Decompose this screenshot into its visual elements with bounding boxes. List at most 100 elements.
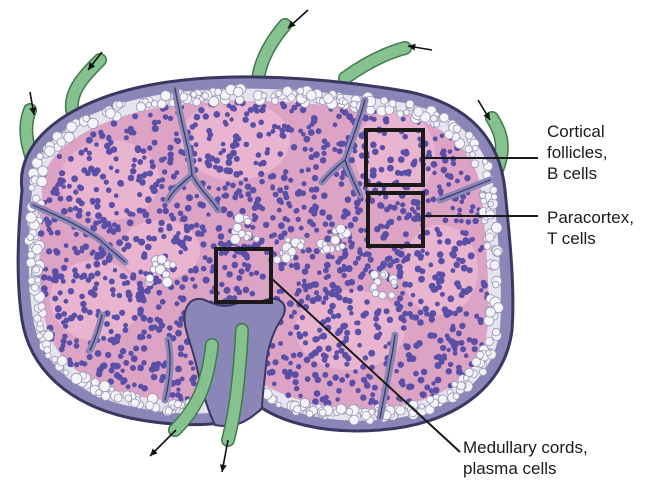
sinus-bubble	[331, 236, 340, 245]
lymphocyte-dot	[426, 198, 431, 203]
lymphocyte-dot	[229, 117, 233, 121]
lymphocyte-dot	[146, 218, 152, 224]
lymphocyte-dot	[111, 293, 116, 298]
lymphocyte-dot	[270, 215, 276, 221]
lymphocyte-dot	[413, 342, 420, 349]
label-cortical-line3: B cells	[547, 163, 607, 184]
lymphocyte-dot	[332, 374, 338, 380]
lymphocyte-dot	[47, 227, 52, 232]
lymphocyte-dot	[151, 374, 158, 381]
lymphocyte-dot	[368, 375, 373, 380]
lymphocyte-dot	[282, 230, 288, 236]
sinus-bubble	[276, 402, 281, 407]
lymphocyte-dot	[142, 155, 146, 159]
lymphocyte-dot	[291, 144, 297, 150]
sinus-bubble	[233, 87, 243, 97]
lymphocyte-dot	[322, 357, 328, 363]
lymphocyte-dot	[342, 208, 348, 214]
sinus-bubble	[427, 396, 434, 403]
lymphocyte-dot	[117, 293, 123, 299]
lymphocyte-dot	[256, 152, 262, 158]
lymphocyte-dot	[132, 113, 138, 119]
lymphocyte-dot	[247, 197, 252, 202]
lymphocyte-dot	[345, 373, 350, 378]
lymphocyte-dot	[232, 254, 236, 258]
lymphocyte-dot	[344, 362, 349, 367]
lymphocyte-dot	[198, 107, 204, 113]
lymphocyte-dot	[339, 377, 345, 383]
lymphocyte-dot	[394, 301, 400, 307]
lymphocyte-dot	[95, 212, 102, 219]
label-cortical-line2: follicles,	[547, 142, 607, 163]
lymphocyte-dot	[442, 353, 447, 358]
lymphocyte-dot	[440, 345, 446, 351]
lymphocyte-dot	[313, 281, 320, 288]
lymphocyte-dot	[195, 194, 199, 198]
lymphocyte-dot	[55, 273, 61, 279]
lymphocyte-dot	[365, 263, 371, 269]
lymphocyte-dot	[238, 171, 243, 176]
sinus-bubble	[146, 274, 154, 282]
lymphocyte-dot	[436, 284, 442, 290]
lymphocyte-dot	[323, 295, 329, 301]
lymphocyte-dot	[283, 169, 288, 174]
lymphocyte-dot	[252, 107, 257, 112]
lymphocyte-dot	[293, 262, 300, 269]
lymphocyte-dot	[305, 296, 309, 300]
sinus-bubble	[372, 290, 379, 297]
lymphocyte-dot	[141, 298, 146, 303]
lymphocyte-dot	[249, 272, 254, 277]
lymphocyte-dot	[311, 115, 318, 122]
lymphocyte-dot	[99, 133, 105, 139]
lymphocyte-dot	[183, 354, 188, 359]
lymphocyte-dot	[435, 302, 440, 307]
lymphocyte-dot	[133, 236, 139, 242]
lymphocyte-dot	[145, 244, 152, 251]
sinus-bubble	[419, 404, 424, 409]
lymphocyte-dot	[206, 212, 210, 216]
lymphocyte-dot	[62, 334, 67, 339]
sinus-bubble	[114, 394, 122, 402]
lymphocyte-dot	[420, 391, 427, 398]
lymphocyte-dot	[457, 208, 462, 213]
lymphocyte-dot	[174, 131, 179, 136]
lymphocyte-dot	[345, 196, 352, 203]
lymphocyte-dot	[79, 360, 85, 366]
lymphocyte-dot	[80, 301, 86, 307]
sinus-bubble	[131, 399, 139, 407]
lymphocyte-dot	[374, 311, 380, 317]
lymphocyte-dot	[373, 316, 379, 322]
lymphocyte-dot	[330, 255, 334, 259]
lymphocyte-dot	[312, 398, 319, 405]
sinus-bubble	[285, 237, 290, 242]
sinus-bubble	[336, 404, 346, 414]
lymphocyte-dot	[148, 113, 153, 118]
lymphocyte-dot	[46, 248, 52, 254]
lymphocyte-dot	[201, 266, 207, 272]
lymphocyte-dot	[162, 203, 167, 208]
lymphocyte-dot	[327, 381, 333, 387]
lymphocyte-dot	[326, 214, 332, 220]
lymphocyte-dot	[250, 122, 256, 128]
lymphocyte-dot	[356, 320, 361, 325]
lymphocyte-dot	[127, 211, 133, 217]
lymphocyte-dot	[435, 377, 442, 384]
lymphocyte-dot	[142, 251, 148, 257]
sinus-bubble	[202, 93, 209, 100]
lymphocyte-dot	[177, 321, 184, 328]
lymphocyte-dot	[456, 330, 462, 336]
lymphocyte-dot	[411, 293, 416, 298]
lymphocyte-dot	[349, 311, 354, 316]
lymphocyte-dot	[177, 240, 184, 247]
lymphocyte-dot	[445, 238, 452, 245]
sinus-bubble	[96, 390, 102, 396]
lymphocyte-dot	[333, 122, 338, 127]
lymphocyte-dot	[80, 249, 85, 254]
lymphocyte-dot	[267, 370, 273, 376]
lymphocyte-dot	[147, 334, 152, 339]
lymphocyte-dot	[314, 290, 319, 295]
lymphocyte-dot	[271, 129, 276, 134]
sinus-bubble	[288, 94, 296, 102]
lymphocyte-dot	[176, 231, 180, 235]
lymphocyte-dot	[360, 394, 366, 400]
